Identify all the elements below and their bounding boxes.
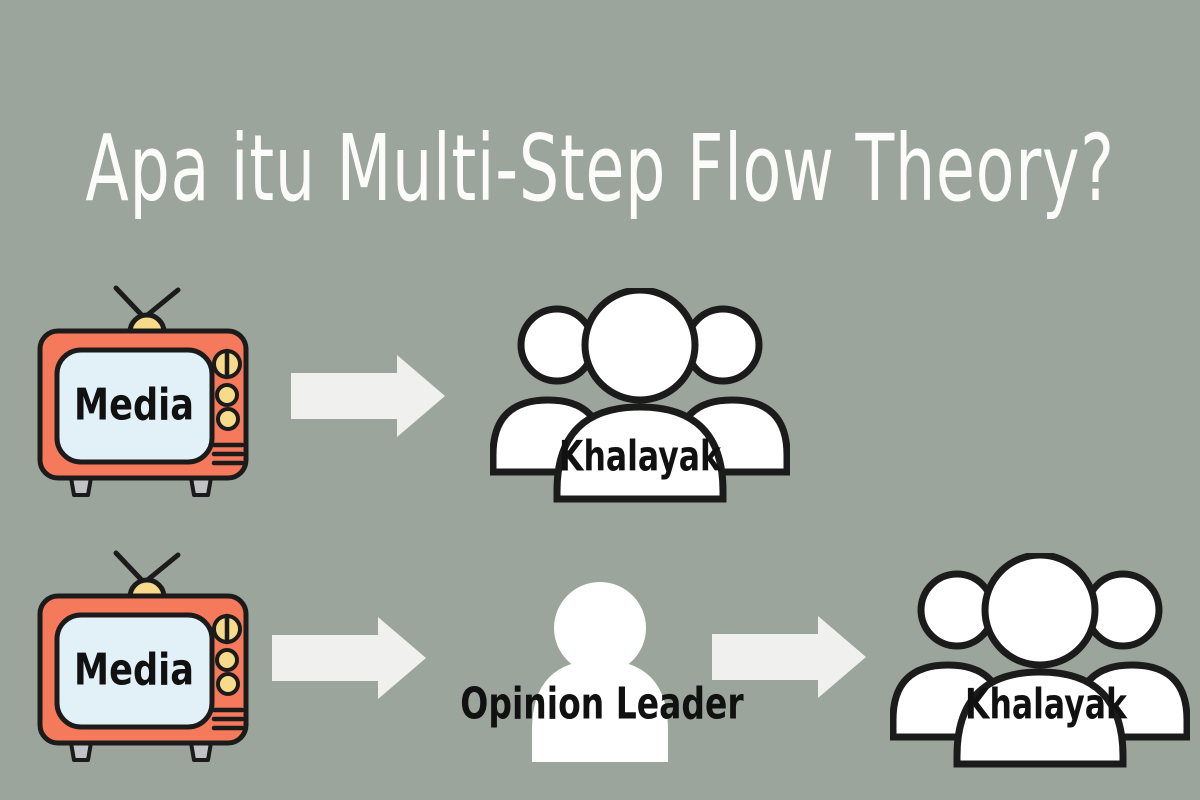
person-icon <box>520 580 680 766</box>
audience-label: Khalayak <box>559 431 721 481</box>
media-label: Media <box>74 644 194 696</box>
opinion-leader-label: Opinion Leader <box>460 678 744 730</box>
people-group-icon <box>890 553 1190 768</box>
media-label: Media <box>74 379 194 431</box>
audience-label: Khalayak <box>965 679 1127 729</box>
page-title: Apa itu Multi-Step Flow Theory? <box>85 115 1115 222</box>
arrow-right-icon <box>272 617 426 699</box>
arrow-right-icon <box>291 355 445 437</box>
arrow-right-icon <box>712 616 866 698</box>
